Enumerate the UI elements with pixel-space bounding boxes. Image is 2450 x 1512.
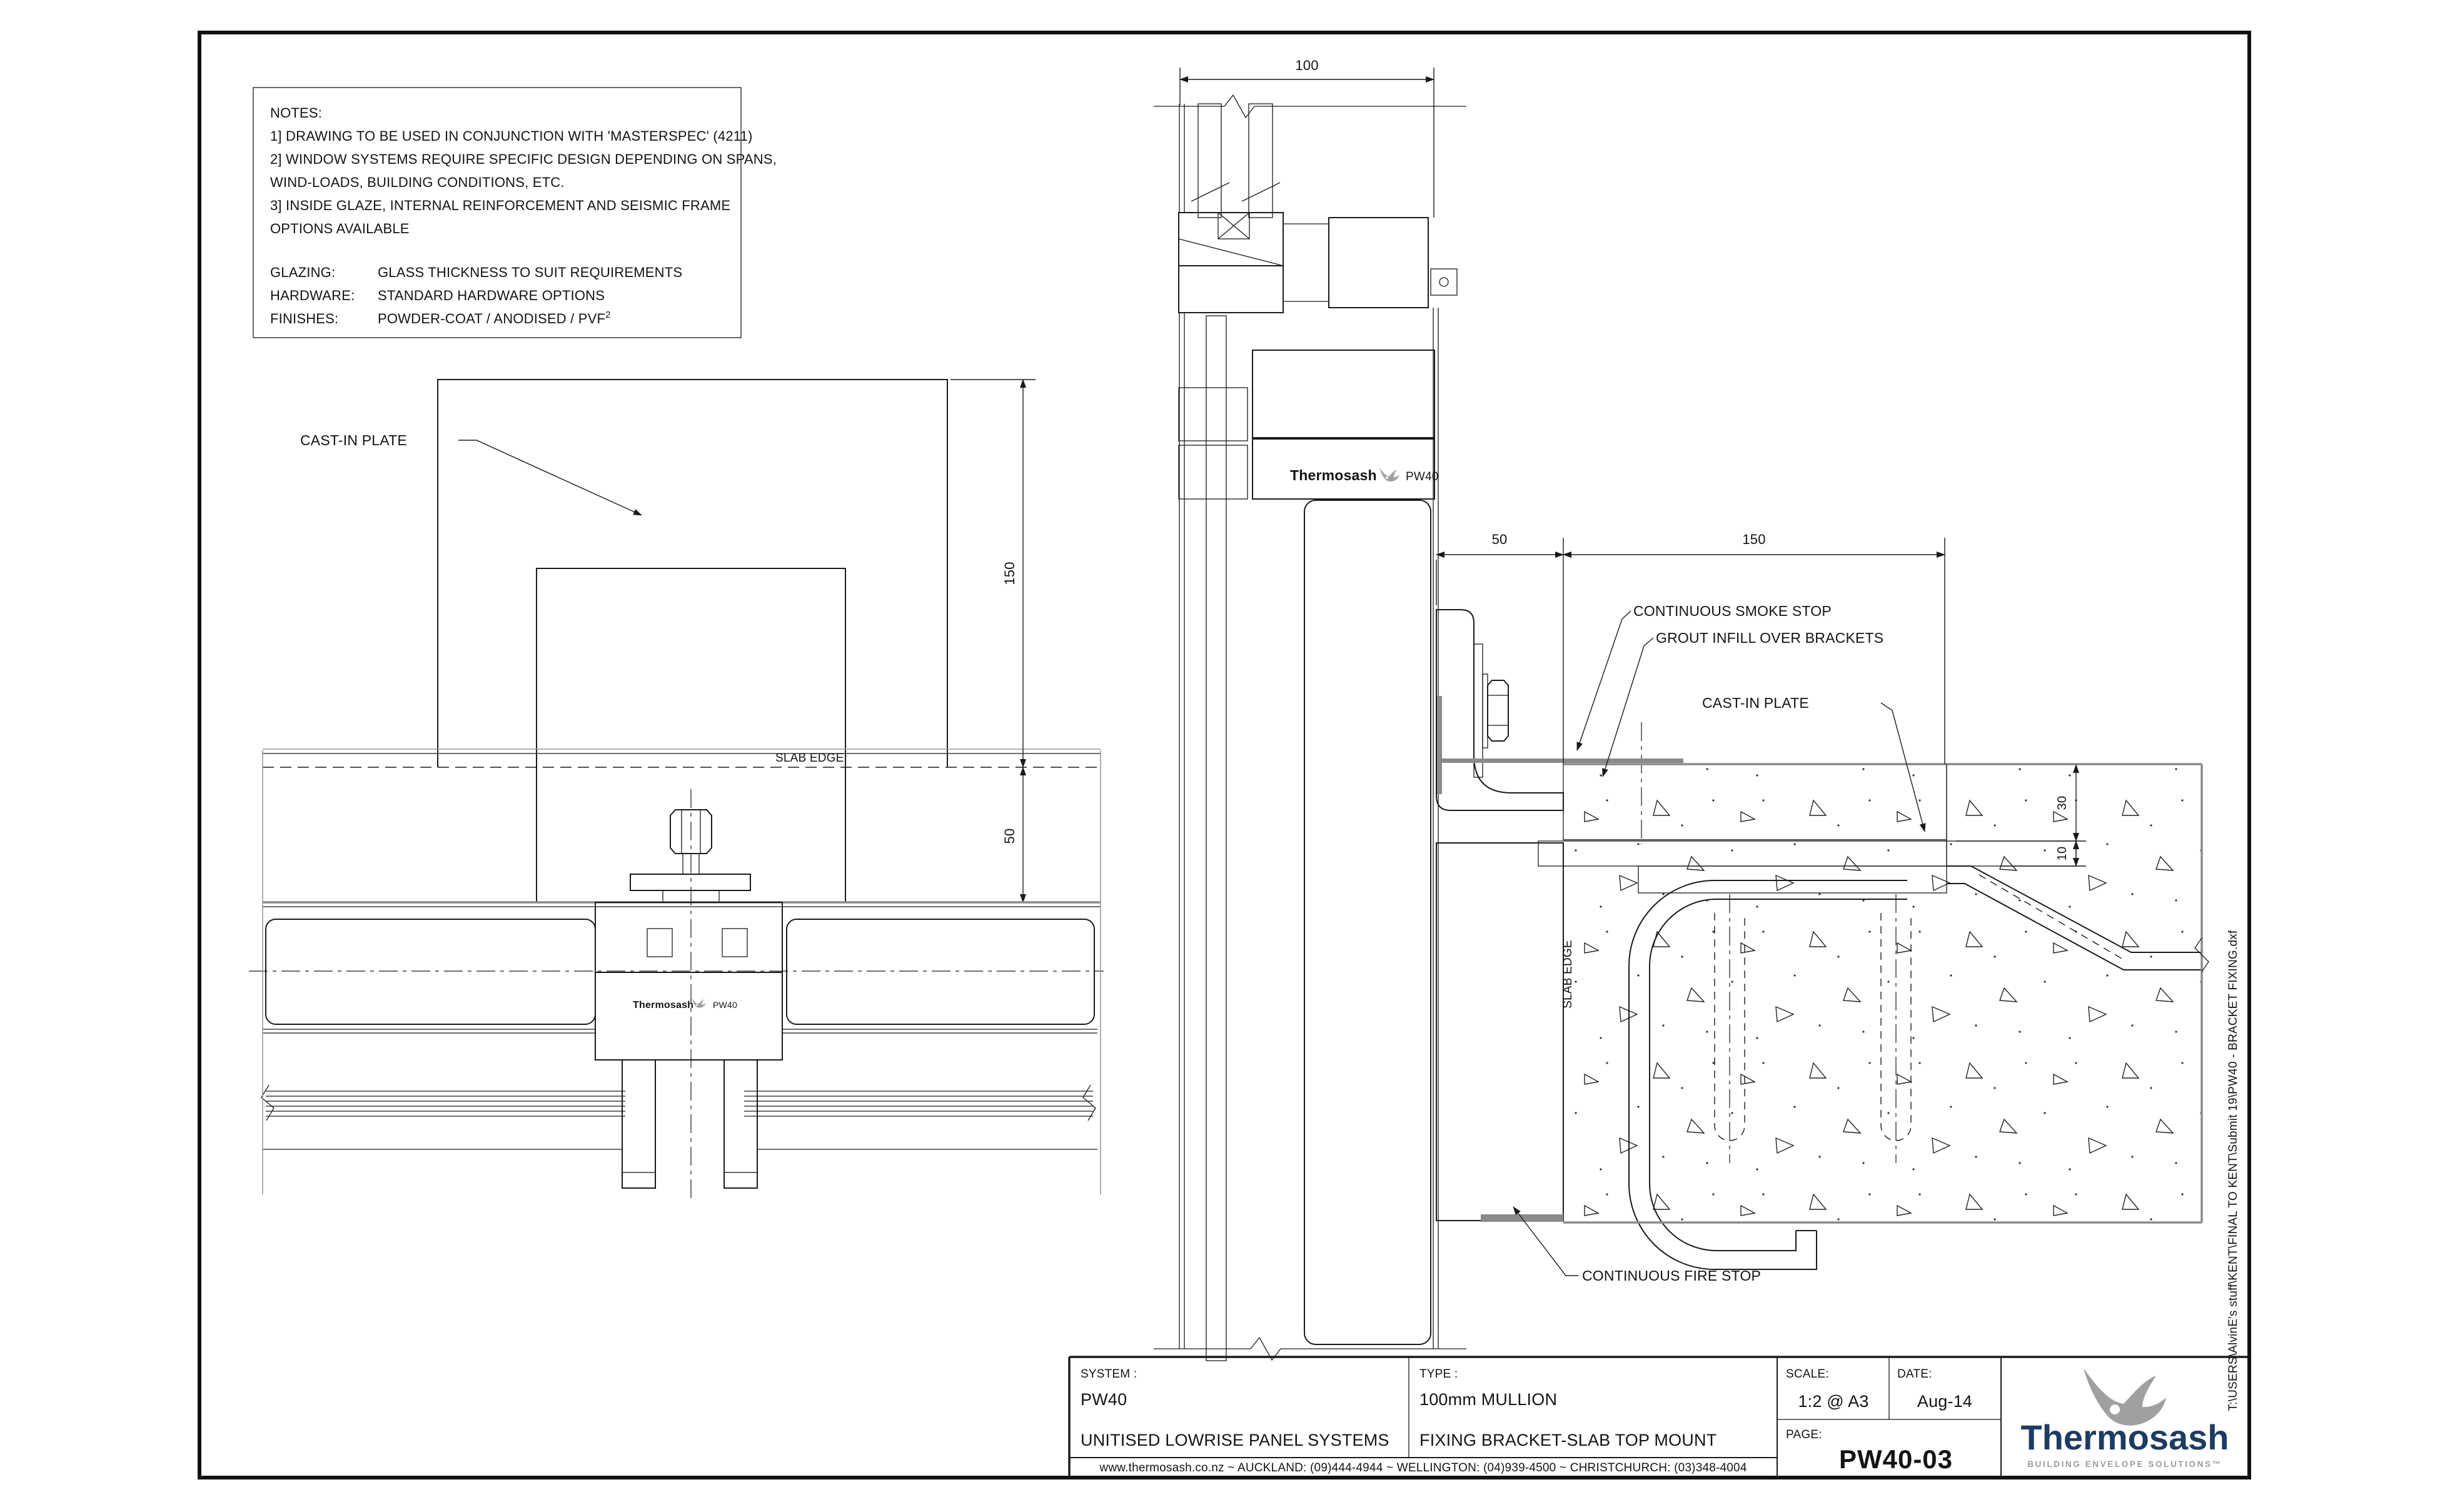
spec-value: POWDER-COAT / ANODISED / PVF2 — [378, 310, 611, 326]
notes-line: 2] WINDOW SYSTEMS REQUIRE SPECIFIC DESIG… — [270, 151, 777, 167]
title-block: SYSTEM : PW40 UNITISED LOWRISE PANEL SYS… — [1068, 1356, 2249, 1478]
glass-pane — [1197, 103, 1222, 218]
date-value: Aug-14 — [1917, 1392, 1972, 1411]
slab-edge-label: SLAB EDGE — [775, 752, 844, 765]
dim-30: 30 — [2055, 796, 2069, 810]
scale-value: 1:2 @ A3 — [1798, 1392, 1868, 1411]
brand-stamp: Thermosash — [1290, 467, 1377, 483]
type-line2: FIXING BRACKET-SLAB TOP MOUNT — [1419, 1431, 1717, 1449]
system-code: PW40 — [1081, 1390, 1127, 1409]
dim-50-mid: 50 — [1492, 532, 1508, 547]
grout-infill-label: GROUT INFILL OVER BRACKETS — [1656, 630, 1883, 646]
spec-label: HARDWARE: — [270, 288, 355, 303]
system-label: SYSTEM : — [1081, 1368, 1137, 1381]
page-label: PAGE: — [1786, 1428, 1822, 1441]
thermosash-logo: Thermosash BUILDING ENVELOPE SOLUTIONS™ — [2021, 1368, 2229, 1469]
thermosash-bird-icon — [2084, 1368, 2166, 1426]
glass-panel-lines — [266, 1091, 1093, 1117]
spec-label: GLAZING: — [270, 265, 335, 280]
page-value: PW40-03 — [1839, 1444, 1953, 1474]
system-name: UNITISED LOWRISE PANEL SYSTEMS — [1081, 1431, 1389, 1449]
scale-label: SCALE: — [1786, 1368, 1829, 1381]
dim-100: 100 — [1295, 58, 1318, 73]
brand-name: Thermosash — [2021, 1418, 2229, 1457]
vertical-section-view: 100 Thermosash PW40 — [1154, 58, 1466, 1361]
cast-in-plate-label-right: CAST-IN PLATE — [1702, 695, 1809, 711]
slab-edge-label-right: SLAB EDGE — [1561, 940, 1575, 1009]
bolt-elevation — [630, 809, 751, 902]
brand-code: PW40 — [1406, 470, 1439, 483]
spec-value: GLASS THICKNESS TO SUIT REQUIREMENTS — [378, 265, 682, 280]
break-mark — [261, 1084, 275, 1121]
cast-in-plate-label: CAST-IN PLATE — [300, 432, 407, 448]
fire-stop-label: CONTINUOUS FIRE STOP — [1582, 1268, 1761, 1284]
dim-50: 50 — [1002, 829, 1017, 844]
notes-line: OPTIONS AVAILABLE — [270, 221, 410, 236]
insulation-batt-right — [786, 919, 1095, 1025]
dim-10: 10 — [2055, 847, 2069, 861]
spec-value: STANDARD HARDWARE OPTIONS — [378, 288, 605, 303]
file-path: T:\USERS\AlvinE's stuff\KENT\FINAL TO KE… — [2227, 930, 2240, 1411]
concrete-slab — [1563, 764, 2202, 1222]
notes-line: 1] DRAWING TO BE USED IN CONJUNCTION WIT… — [270, 128, 753, 144]
glass-pane-tall — [1206, 315, 1227, 1361]
shim-pack — [1638, 865, 1947, 894]
type-line1: 100mm MULLION — [1419, 1390, 1557, 1409]
smoke-stop-angle — [1437, 696, 1442, 794]
fire-stop — [1436, 842, 1564, 1221]
insulation-batt-vertical — [1304, 500, 1431, 1345]
brand-code: PW40 — [713, 1000, 737, 1010]
dim-150: 150 — [1002, 562, 1017, 585]
spec-label: FINISHES: — [270, 311, 338, 326]
bolt-section — [1487, 680, 1509, 742]
footer-contacts: www.thermosash.co.nz ~ AUCKLAND: (09)444… — [1099, 1461, 1747, 1474]
slab-assembly: SLAB EDGE 50 150 30 10 CONTINUOUS SMOKE … — [1436, 532, 2209, 1284]
plan-section-view: Thermosash PW40 — [249, 750, 1104, 1199]
cast-in-anchor — [1628, 722, 1912, 1270]
type-label: TYPE : — [1419, 1368, 1458, 1381]
elevation-view: SLAB EDGE CAST-IN PLATE 150 50 — [263, 379, 1101, 903]
notes-line: 3] INSIDE GLAZE, INTERNAL REINFORCEMENT … — [270, 198, 730, 213]
leader-cast-in-plate — [458, 440, 642, 516]
smoke-stop-label: CONTINUOUS SMOKE STOP — [1633, 603, 1832, 619]
glass-pane — [1248, 103, 1273, 218]
notes-line: WIND-LOADS, BUILDING CONDITIONS, ETC. — [270, 174, 565, 190]
smoke-stop-plate — [1438, 759, 1683, 763]
brand-stamp: Thermosash — [633, 1000, 693, 1011]
break-mark — [2194, 937, 2209, 972]
insulation-batt-left — [265, 919, 596, 1025]
brand-tagline: BUILDING ENVELOPE SOLUTIONS™ — [2027, 1459, 2222, 1469]
break-mark — [1082, 1084, 1096, 1121]
notes-box: NOTES: 1] DRAWING TO BE USED IN CONJUNCT… — [253, 87, 777, 338]
date-label: DATE: — [1897, 1368, 1932, 1381]
mullion-plan: Thermosash PW40 — [595, 902, 783, 1189]
fixing-bracket-section — [1436, 609, 1564, 811]
notes-title: NOTES: — [270, 105, 322, 121]
sheet-border — [198, 31, 2251, 1479]
dim-150-mid: 150 — [1742, 532, 1765, 547]
